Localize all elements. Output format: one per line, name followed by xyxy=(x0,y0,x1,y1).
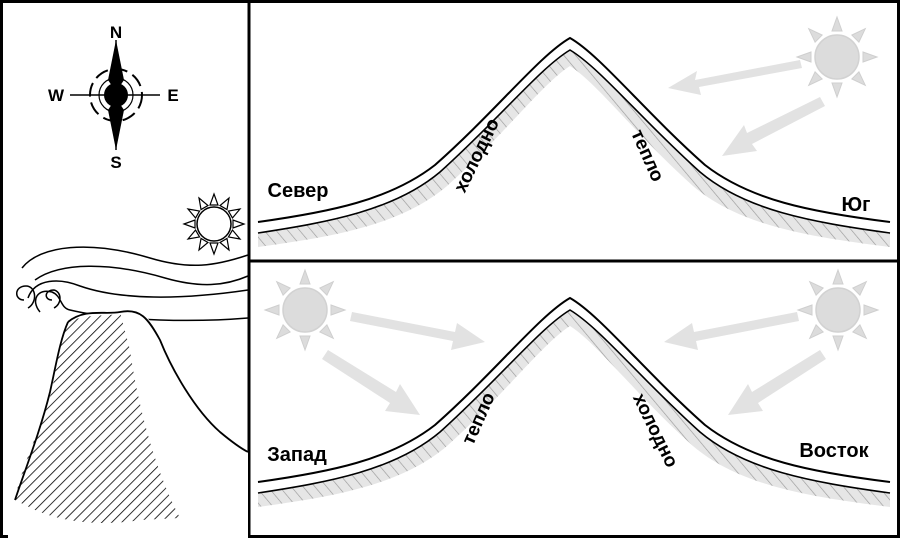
mountain-profile xyxy=(8,310,249,538)
south-label: Юг xyxy=(842,194,871,216)
sun-icon xyxy=(182,192,246,256)
compass-north-label: N xyxy=(110,23,122,42)
wind-lines xyxy=(16,246,249,322)
west-label: Запад xyxy=(267,444,327,466)
bottom-panel-hill xyxy=(257,296,891,507)
east-label: Восток xyxy=(799,440,869,462)
compass-west-label: W xyxy=(48,86,65,105)
sun-icon xyxy=(263,268,347,352)
sunlight-arrows-top xyxy=(668,60,825,156)
top-panel-hill xyxy=(257,36,891,247)
sun-icon xyxy=(795,15,879,99)
compass-south-label: S xyxy=(110,153,121,172)
compass-east-label: E xyxy=(167,86,178,105)
compass-rose: N S W E xyxy=(48,23,179,172)
sun-icon xyxy=(796,268,880,352)
compass-north-needle xyxy=(108,40,124,92)
north-label: Север xyxy=(268,180,329,202)
sunlight-arrows-bottom xyxy=(322,312,826,415)
compass-south-needle xyxy=(108,98,124,150)
